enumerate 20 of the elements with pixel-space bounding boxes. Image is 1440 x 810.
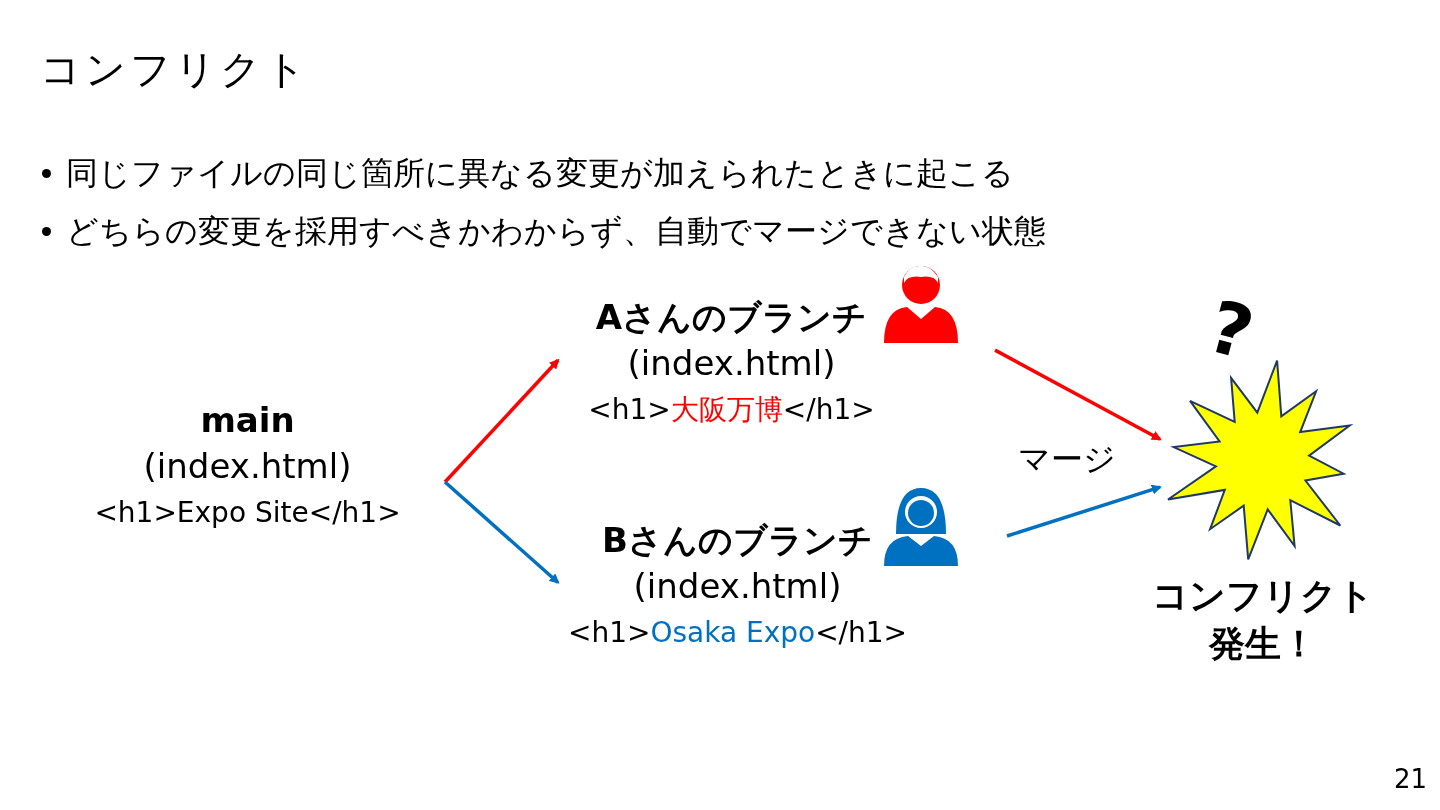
- page-number: 21: [1394, 764, 1428, 794]
- bullet-text: どちらの変更を採用すべきかわからず、自動でマージできない状態: [66, 212, 1046, 250]
- arrow: [443, 358, 560, 484]
- question-mark: ?: [1200, 285, 1262, 375]
- code-text: <h1>Expo Site</h1>: [93, 495, 402, 531]
- bullet-text: 同じファイルの同じ箇所に異なる変更が加えられたときに起こる: [66, 154, 1014, 192]
- file-name: (index.html): [632, 565, 843, 608]
- arrow: [1006, 484, 1162, 538]
- merge-text: マージ: [1018, 439, 1116, 480]
- code-text: <h1>Osaka Expo</h1>: [566, 615, 909, 651]
- arrow: [994, 348, 1162, 441]
- file-name: (index.html): [626, 342, 837, 385]
- node-heading: main: [199, 399, 296, 442]
- conflict-caption: コンフリクト発生！: [1150, 574, 1375, 666]
- file-name: (index.html): [142, 445, 353, 488]
- node-heading: Bさんのブランチ: [601, 519, 874, 562]
- code-text: <h1>大阪万博</h1>: [587, 392, 876, 428]
- node-heading: Aさんのブランチ: [594, 296, 869, 339]
- slide-title: コンフリクト: [40, 45, 310, 94]
- arrow: [443, 480, 560, 584]
